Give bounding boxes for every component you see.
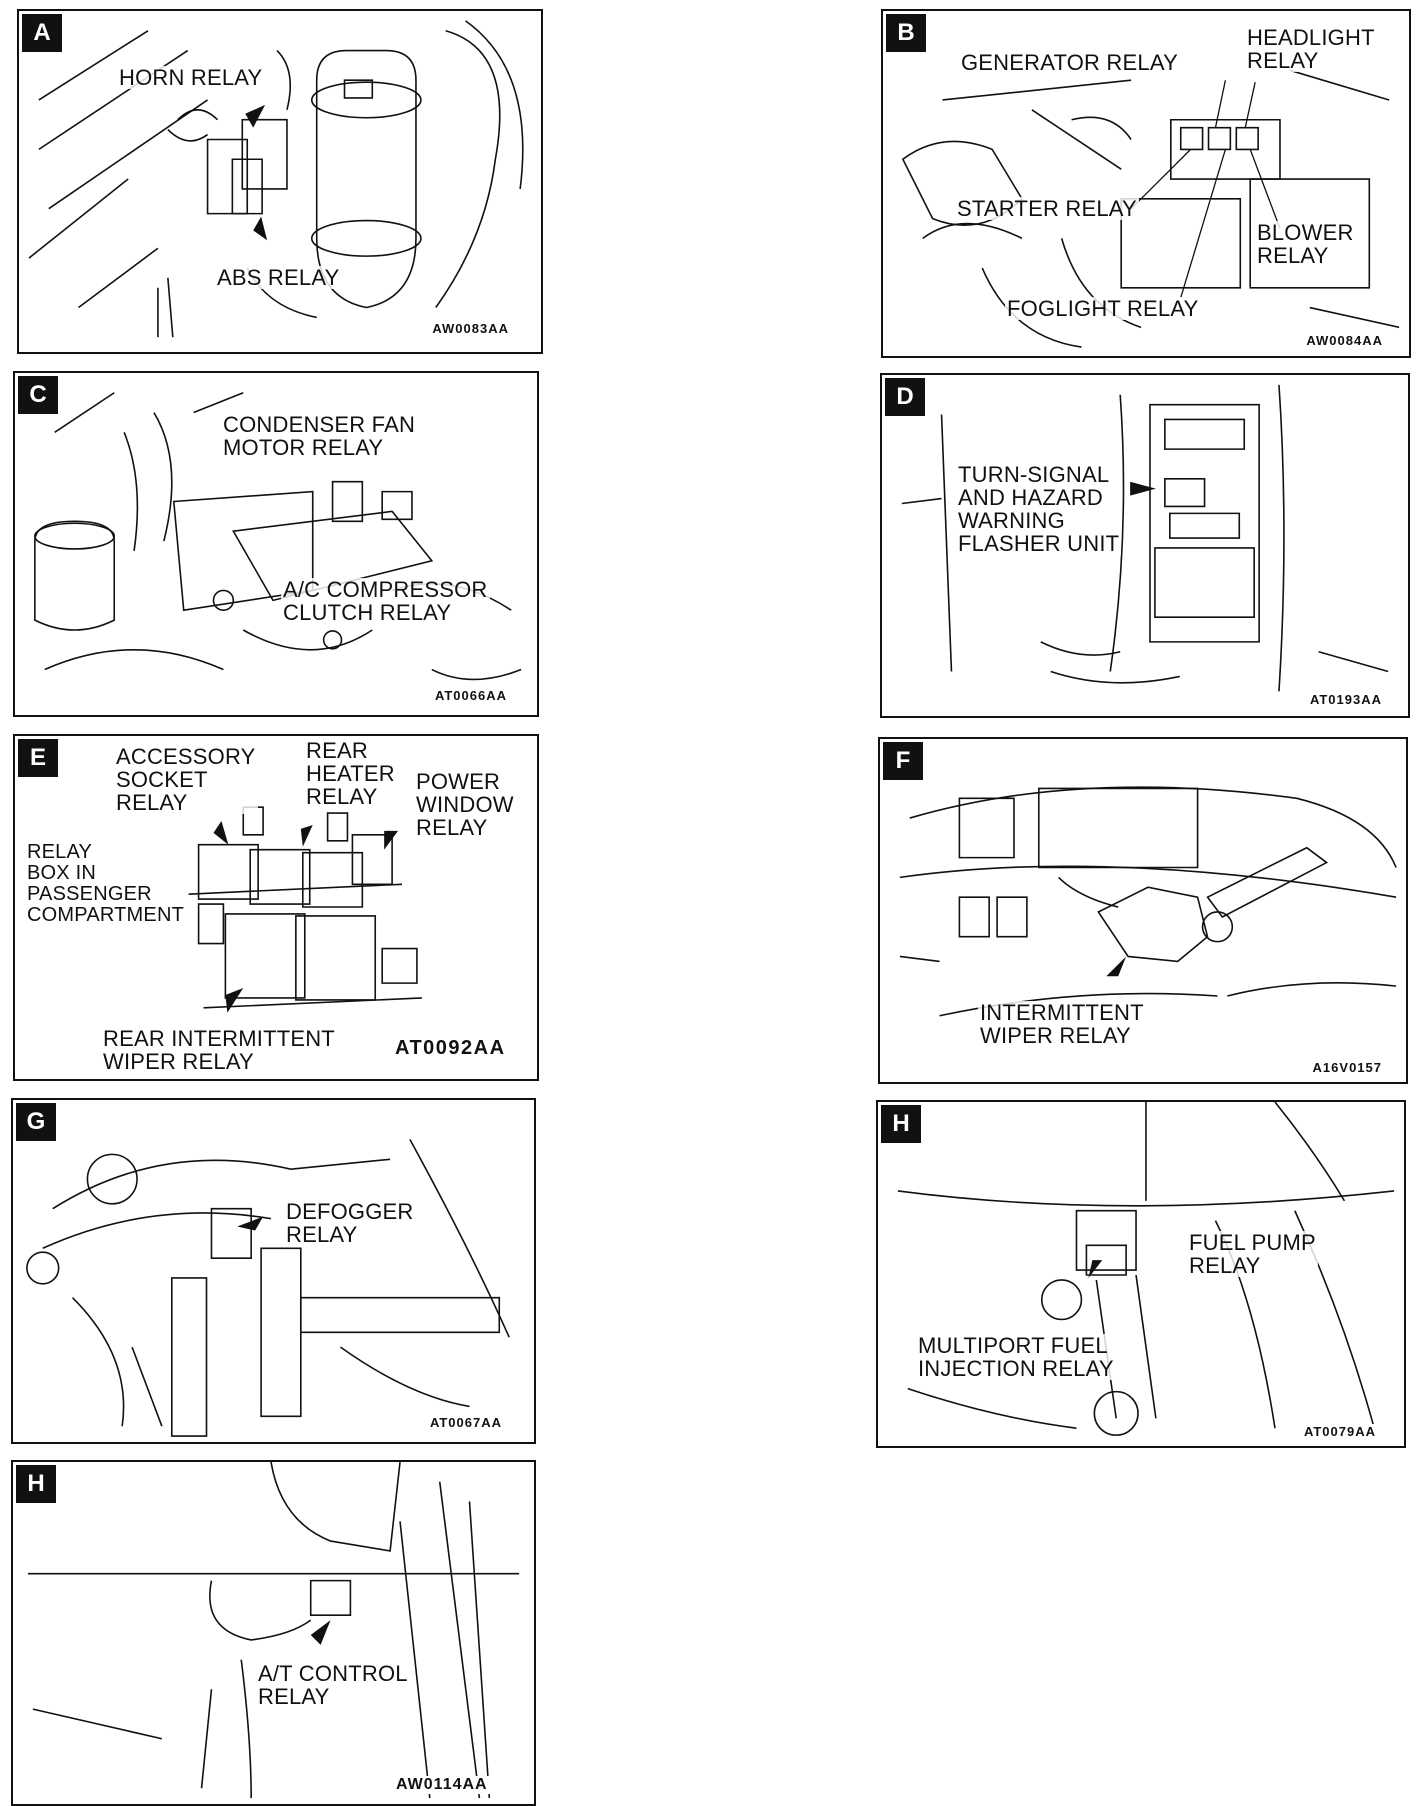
generator-relay-label: GENERATOR RELAY [959, 50, 1180, 75]
ac-compressor-relay-label: A/C COMPRESSOR CLUTCH RELAY [281, 577, 490, 625]
panel-b-illustration [883, 11, 1409, 356]
panel-a-code: AW0083AA [430, 321, 511, 336]
foglight-relay-label: FOGLIGHT RELAY [1005, 296, 1201, 321]
panel-b-letter: B [886, 14, 926, 52]
panel-c: C CONDENSER FAN MOTOR RELAY A/C COMPRESS… [13, 371, 539, 717]
panel-a-illustration [19, 11, 541, 352]
panel-h-fuel: H FUEL PUMP RELAY MULTIPORT FUEL INJECTI… [876, 1100, 1406, 1448]
headlight-relay-label: HEADLIGHT RELAY [1245, 25, 1377, 73]
at-control-relay-label: A/T CONTROL RELAY [256, 1661, 410, 1709]
abs-relay-label: ABS RELAY [215, 265, 342, 290]
panel-d-letter: D [885, 378, 925, 416]
condenser-fan-relay-label: CONDENSER FAN MOTOR RELAY [221, 412, 418, 460]
starter-relay-label: STARTER RELAY [955, 196, 1139, 221]
panel-e-letter: E [18, 739, 58, 777]
panel-c-letter: C [18, 376, 58, 414]
relay-box-label: RELAY BOX IN PASSENGER COMPARTMENT [25, 841, 187, 926]
panel-f-letter: F [883, 742, 923, 780]
panel-h-at-illustration [13, 1462, 534, 1804]
accessory-socket-relay-label: ACCESSORY SOCKET RELAY [114, 744, 258, 815]
panel-b-code: AW0084AA [1304, 333, 1385, 348]
rear-intermittent-wiper-relay-label: REAR INTERMITTENT WIPER RELAY [101, 1026, 337, 1074]
panel-d-code: AT0193AA [1307, 692, 1384, 707]
panel-d-illustration [882, 375, 1408, 716]
panel-g-code: AT0067AA [427, 1415, 504, 1430]
turn-signal-flasher-label: TURN-SIGNAL AND HAZARD WARNING FLASHER U… [956, 462, 1122, 556]
intermittent-wiper-relay-label: INTERMITTENT WIPER RELAY [978, 1000, 1146, 1048]
panel-g-illustration [13, 1100, 534, 1442]
panel-b: B GENERATOR RELAY HEADLIGHT RELAY STARTE… [881, 9, 1411, 358]
panel-h-at: H A/T CONTROL RELAY AW0114AA [11, 1460, 536, 1806]
panel-h-fuel-code: AT0079AA [1301, 1424, 1378, 1439]
panel-d: D TURN-SIGNAL AND HAZARD WARNING FLASHER… [880, 373, 1410, 718]
panel-f: F INTERMITTENT WIPER RELAY A16V0157 [878, 737, 1408, 1084]
blower-relay-label: BLOWER RELAY [1255, 220, 1356, 268]
panel-a: A HORN RELAY ABS RELAY AW0083AA [17, 9, 543, 354]
panel-h-at-code: AW0114AA [394, 1776, 490, 1794]
panel-h-fuel-illustration [878, 1102, 1404, 1446]
panel-e-code: AT0092AA [393, 1037, 508, 1060]
panel-f-code: A16V0157 [1310, 1060, 1384, 1075]
defogger-relay-label: DEFOGGER RELAY [284, 1199, 416, 1247]
horn-relay-label: HORN RELAY [117, 65, 265, 90]
panel-g: G DEFOGGER RELAY AT0067AA [11, 1098, 536, 1444]
panel-c-code: AT0066AA [432, 688, 509, 703]
panel-h-at-letter: H [16, 1465, 56, 1503]
panel-a-letter: A [22, 14, 62, 52]
multiport-fuel-injection-relay-label: MULTIPORT FUEL INJECTION RELAY [916, 1333, 1116, 1381]
panel-g-letter: G [16, 1103, 56, 1141]
fuel-pump-relay-label: FUEL PUMP RELAY [1187, 1230, 1318, 1278]
power-window-relay-label: POWER WINDOW RELAY [414, 769, 516, 840]
panel-h-fuel-letter: H [881, 1105, 921, 1143]
panel-f-illustration [880, 739, 1406, 1082]
panel-e-illustration [15, 736, 537, 1013]
panel-e: E ACCESSORY SOCKET RELAY REAR HEATER REL… [13, 734, 539, 1081]
rear-heater-relay-label: REAR HEATER RELAY [304, 738, 397, 809]
